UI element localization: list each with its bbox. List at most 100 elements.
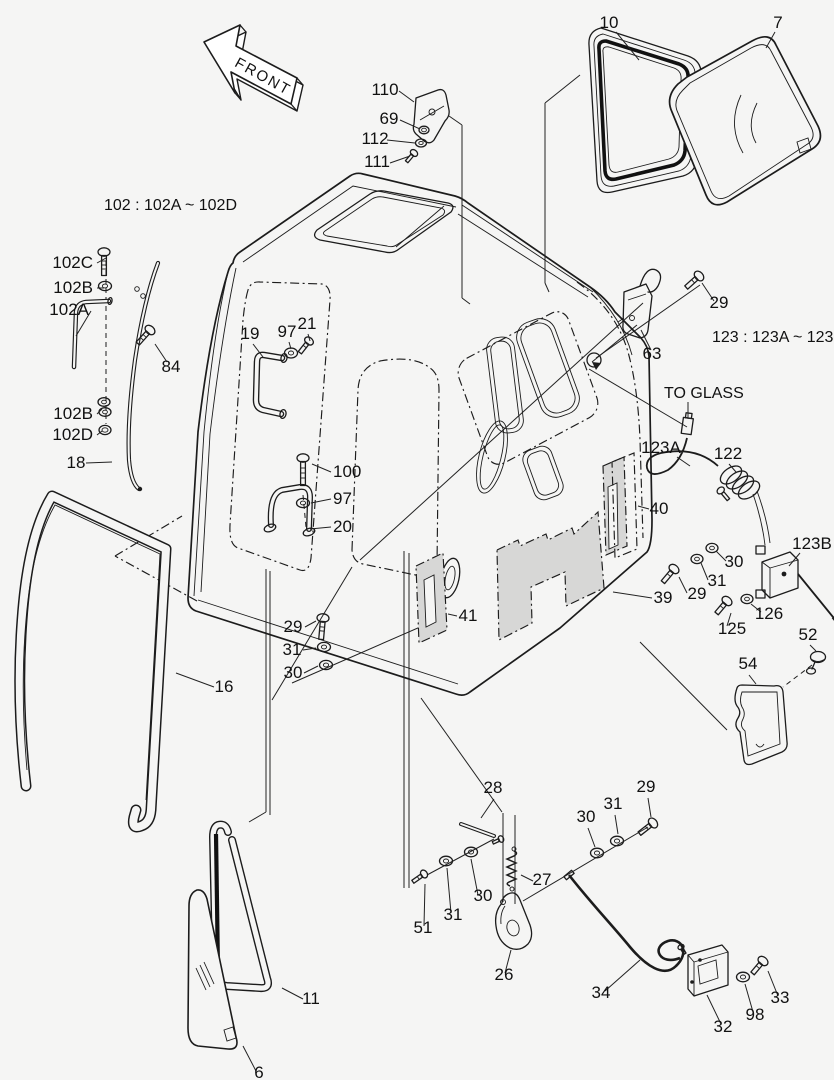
striker-32 [677, 943, 729, 997]
note-group-102: 102 : 102A ~ 102D [104, 197, 237, 214]
note-group-123: 123 : 123A ~ 123B [712, 329, 834, 346]
callout-32: 32 [714, 1017, 733, 1036]
washer-31-left [316, 641, 332, 653]
callout-84: 84 [162, 357, 181, 376]
knob-52 [805, 650, 827, 675]
door-window-opening [351, 358, 440, 578]
latch-lever-26 [494, 892, 533, 950]
callout-33: 33 [771, 988, 790, 1007]
callout-31: 31 [604, 794, 623, 813]
callout-102B: 102B [53, 278, 93, 297]
quarter-window-glass [187, 889, 238, 1050]
callout-41: 41 [459, 606, 478, 625]
callout-102A: 102A [49, 300, 89, 319]
rear-window-seal [588, 27, 702, 194]
front-direction-arrow: FRONT [203, 24, 304, 112]
bolt-102C [97, 247, 111, 277]
washer-30-bottom2 [463, 846, 479, 858]
washer-97-b [295, 497, 311, 509]
washer-31-right [690, 553, 704, 565]
callout-110: 110 [371, 80, 398, 99]
washer-30-bottom [589, 847, 605, 859]
callout-20: 20 [333, 517, 352, 536]
switch-box-123B [755, 545, 834, 621]
callout-102B: 102B [53, 404, 93, 423]
callout-31: 31 [444, 905, 463, 924]
rear-window-glass [668, 36, 822, 206]
bolt-33 [750, 955, 769, 976]
callout-123A: 123A [641, 438, 681, 457]
washer-102B-b [98, 407, 112, 417]
callout-28: 28 [484, 778, 503, 797]
callout-126: 126 [755, 604, 783, 623]
callout-97: 97 [333, 489, 352, 508]
callout-100: 100 [333, 462, 361, 481]
spring-27 [505, 846, 518, 892]
callout-112: 112 [361, 129, 388, 148]
bolt-29-left [316, 613, 330, 641]
cover-plate-54 [734, 684, 788, 766]
bolt-125 [714, 595, 733, 616]
washer-31-bottom2 [438, 855, 454, 867]
callout-123B: 123B [792, 534, 832, 553]
bolt-29-top-right [684, 270, 705, 290]
nut-102D [98, 424, 112, 436]
washer-102B-a [97, 397, 111, 407]
callout-labels: 10 7 110 69 112 111 102C 102B 102A 84 19… [49, 13, 832, 1080]
panel-39 [496, 510, 605, 641]
bolt-29-bottom [637, 817, 659, 836]
callout-16: 16 [215, 677, 234, 696]
bolt-29-right [660, 563, 680, 585]
callout-34: 34 [592, 983, 611, 1002]
release-rod-28 [459, 822, 505, 845]
window-latch-63 [617, 268, 662, 339]
door-seal-16 [14, 490, 172, 833]
callout-19: 19 [241, 324, 260, 343]
callout-54: 54 [739, 654, 758, 673]
nut-69 [418, 125, 430, 135]
washer-30-left [318, 659, 334, 671]
callout-18: 18 [67, 453, 86, 472]
callout-122: 122 [714, 444, 742, 463]
callout-30: 30 [577, 807, 596, 826]
washer-tube-102A [71, 296, 113, 370]
washer-30-right [705, 542, 719, 554]
callout-29: 29 [688, 584, 707, 603]
callout-27: 27 [533, 870, 552, 889]
callout-102C: 102C [52, 253, 93, 272]
callout-31: 31 [283, 640, 302, 659]
callout-69: 69 [380, 109, 399, 128]
bolt-84 [135, 324, 156, 346]
latch-mount-hole [586, 352, 602, 368]
grab-handle-19 [252, 351, 288, 419]
callout-52: 52 [799, 625, 818, 644]
wiper-rod-18 [126, 260, 161, 492]
glass-mark [796, 137, 812, 154]
callout-102D: 102D [52, 425, 93, 444]
washer-112 [414, 138, 428, 148]
callout-6: 6 [254, 1063, 263, 1080]
callout-111: 111 [364, 152, 390, 171]
callout-125: 125 [718, 619, 746, 638]
insulation-panels [415, 452, 638, 644]
projection-lines [105, 74, 813, 904]
callout-98: 98 [746, 1005, 765, 1024]
cable-coil-122 [719, 465, 771, 546]
diagram-notes: 102 : 102A ~ 102D 123 : 123A ~ 123B TO G… [104, 197, 834, 402]
note-to-glass: TO GLASS [664, 385, 744, 402]
callout-30: 30 [725, 552, 744, 571]
washer-102B-top [97, 280, 113, 292]
callout-39: 39 [654, 588, 673, 607]
windshield-opening [229, 281, 331, 572]
glass-mark [223, 1026, 237, 1042]
cable-123A [645, 412, 719, 475]
screw-51 [411, 869, 429, 884]
screw-111 [404, 148, 419, 164]
release-cable-34 [563, 869, 685, 973]
cab-body [114, 172, 653, 696]
callout-11: 11 [302, 989, 320, 1008]
fasteners [97, 125, 769, 983]
washer-97-a [283, 347, 299, 359]
callout-10: 10 [600, 13, 619, 32]
